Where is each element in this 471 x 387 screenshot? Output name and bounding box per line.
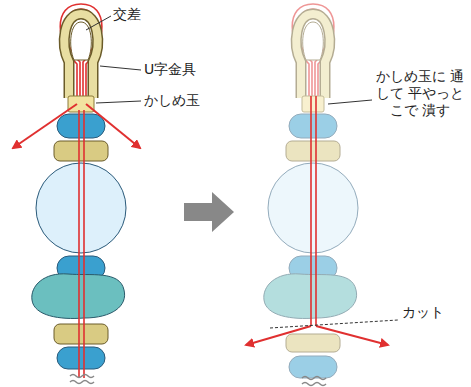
part-label: カット (402, 304, 444, 321)
leader-lines (86, 16, 398, 328)
part-label: かしめ玉 (144, 92, 200, 109)
transition-arrow (184, 192, 234, 232)
right-wires (246, 96, 388, 386)
part-label: 交差 (113, 6, 141, 23)
left-assembly (13, 4, 140, 384)
right-assembly (264, 4, 358, 378)
part-label: かしめ玉に 通して 平やっとこで 潰す (373, 68, 467, 118)
part-label: U字金具 (144, 61, 196, 78)
